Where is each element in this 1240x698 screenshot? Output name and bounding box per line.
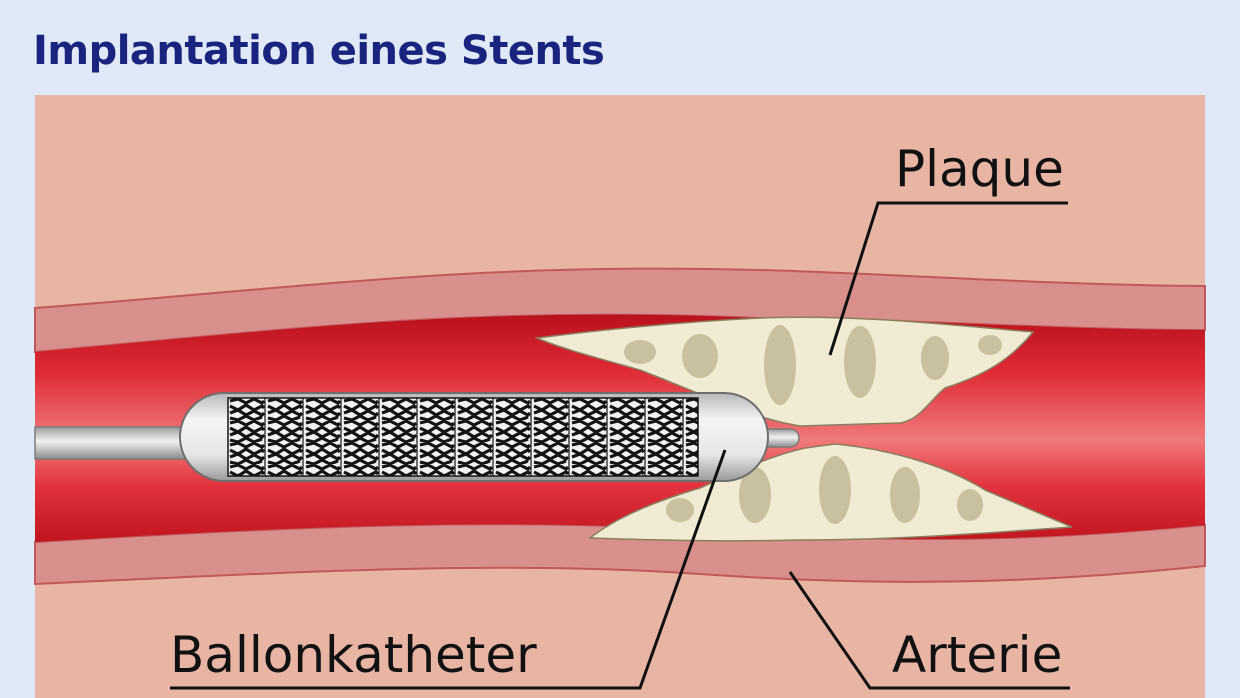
plaque-lower-texture (666, 456, 983, 524)
ballonkatheter-label: Ballonkatheter (170, 626, 537, 684)
stent-mesh (228, 398, 698, 476)
vessel-wall-lower (34, 523, 1206, 586)
arterie-leader-line (788, 571, 1070, 690)
catheter-shaft (34, 426, 196, 460)
page-title: Implantation eines Stents (33, 28, 605, 74)
plaque-label: Plaque (895, 140, 1064, 198)
ballonkatheter-leader-line (170, 449, 727, 690)
plaque-leader-line (828, 201, 1068, 356)
plaque-upper-texture (624, 325, 1002, 405)
arterie-label: Arterie (892, 626, 1062, 684)
